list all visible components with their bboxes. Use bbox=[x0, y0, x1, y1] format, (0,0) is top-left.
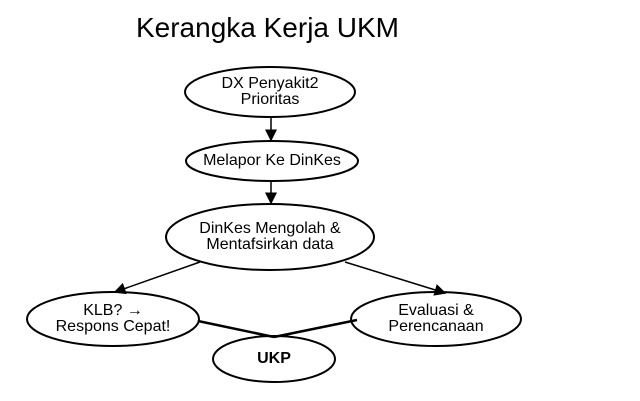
arrow-dinkes-to-klb bbox=[113, 261, 201, 295]
node-dx-line2: Prioritas bbox=[240, 91, 300, 108]
node-klb-line2: Respons Cepat! bbox=[55, 318, 171, 335]
node-evaluasi-line2: Perencanaan bbox=[388, 318, 484, 335]
arrow-dinkes-to-evaluasi bbox=[344, 261, 447, 296]
node-dx: DX Penyakit2 Prioritas bbox=[185, 67, 355, 117]
diagram-title: Kerangka Kerja UKM bbox=[135, 12, 399, 43]
node-klb: KLB? → Respons Cepat! bbox=[27, 292, 199, 346]
node-klb-shape bbox=[26, 291, 200, 347]
arrow-klb-to-ukp bbox=[197, 319, 275, 339]
node-dinkes-line1: DinKes Mengolah & bbox=[199, 220, 341, 237]
node-ukp-line1: UKP bbox=[257, 350, 291, 367]
node-dx-line1: DX Penyakit2 bbox=[221, 75, 319, 92]
node-dinkes: DinKes Mengolah & Mentafsirkan data bbox=[166, 204, 374, 270]
node-ukp: UKP bbox=[213, 336, 335, 382]
node-evaluasi: Evaluasi & Perencanaan bbox=[351, 292, 521, 346]
node-dinkes-line2: Mentafsirkan data bbox=[206, 236, 334, 253]
node-evaluasi-line1: Evaluasi & bbox=[398, 302, 474, 319]
node-dx-shape bbox=[184, 66, 356, 118]
arrow-evaluasi-to-ukp bbox=[273, 318, 358, 339]
node-melapor-line1: Melapor Ke DinKes bbox=[203, 152, 341, 169]
node-melapor: Melapor Ke DinKes bbox=[186, 141, 358, 181]
node-klb-line1: KLB? → bbox=[83, 302, 143, 319]
